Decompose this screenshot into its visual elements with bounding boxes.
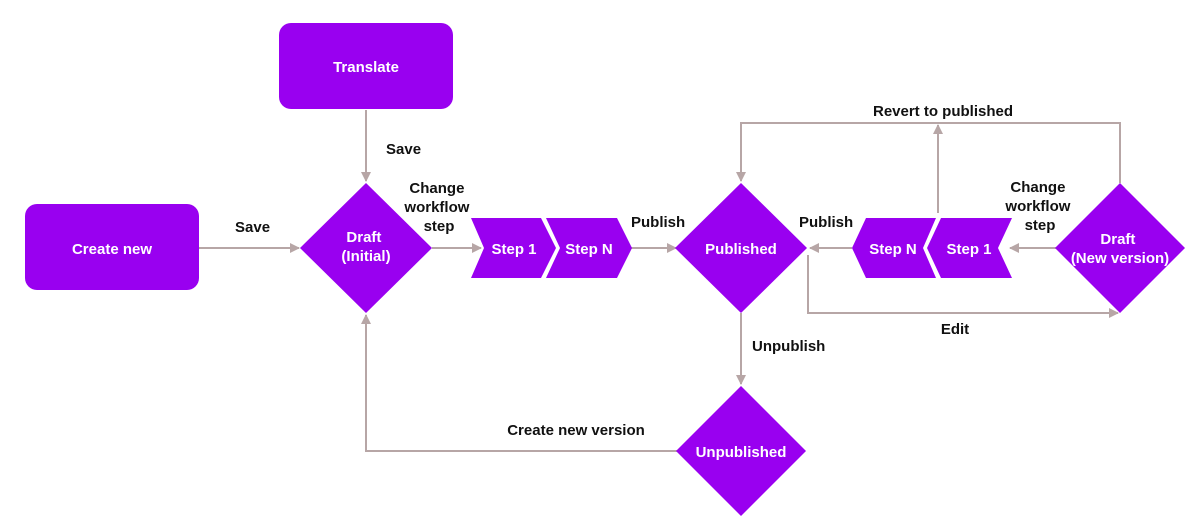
- unpublished-label: Unpublished: [696, 444, 787, 461]
- change-workflow-step-right-label: Change workflow step: [1004, 179, 1074, 234]
- translate-label: Translate: [333, 59, 399, 76]
- translate-node: [279, 23, 453, 109]
- edit-label: Edit: [941, 321, 969, 338]
- published-label: Published: [705, 241, 777, 258]
- step-n-right-node: [852, 218, 936, 278]
- create-new-version-label: Create new version: [507, 422, 645, 439]
- publish-right-label: Publish: [799, 214, 853, 231]
- edge-revert-to-published: [736, 122, 1121, 183]
- step-1-right-label: Step 1: [946, 241, 991, 258]
- draft-initial-line-1: Draft: [346, 229, 381, 246]
- edge-create-new-version: [361, 314, 678, 452]
- draft-new-version-node: [1055, 183, 1185, 313]
- draft-new-version-line-1: Draft: [1100, 231, 1135, 248]
- connectors: [199, 110, 1121, 452]
- draft-new-version-line-2: (New version): [1071, 250, 1169, 267]
- edge-edit: [807, 255, 1119, 318]
- change-workflow-right-line-1: Change: [1010, 179, 1065, 196]
- change-workflow-step-left-label: Change workflow step: [403, 180, 473, 235]
- change-workflow-left-line-3: step: [424, 218, 455, 235]
- change-workflow-left-line-1: Change: [409, 180, 464, 197]
- nodes: Translate Create new Draft (Initial) Ste…: [25, 23, 1185, 516]
- publish-left-label: Publish: [631, 214, 685, 231]
- change-workflow-right-line-2: workflow: [1004, 198, 1070, 215]
- save-from-create-label: Save: [235, 219, 270, 236]
- draft-initial-label: Draft (Initial): [341, 229, 390, 265]
- create-new-node: [25, 204, 199, 290]
- save-from-translate-label: Save: [386, 141, 421, 158]
- create-new-label: Create new: [72, 241, 152, 258]
- step-1-right-node: [927, 218, 1012, 278]
- change-workflow-right-line-3: step: [1025, 217, 1056, 234]
- change-workflow-left-line-2: workflow: [403, 199, 469, 216]
- step-n-right-label: Step N: [869, 241, 917, 258]
- step-n-left-node: [546, 218, 632, 278]
- edge-labels: Save Save Change workflow step Publish P…: [235, 103, 1074, 439]
- step-1-left-node: [471, 218, 556, 278]
- step-1-left-label: Step 1: [491, 241, 536, 258]
- draft-new-version-label: Draft (New version): [1071, 231, 1169, 267]
- draft-initial-line-2: (Initial): [341, 248, 390, 265]
- draft-initial-node: [300, 183, 432, 313]
- published-node: [675, 183, 807, 313]
- unpublished-node: [676, 386, 806, 516]
- step-n-left-label: Step N: [565, 241, 613, 258]
- unpublish-label: Unpublish: [752, 338, 825, 355]
- revert-to-published-label: Revert to published: [873, 103, 1013, 120]
